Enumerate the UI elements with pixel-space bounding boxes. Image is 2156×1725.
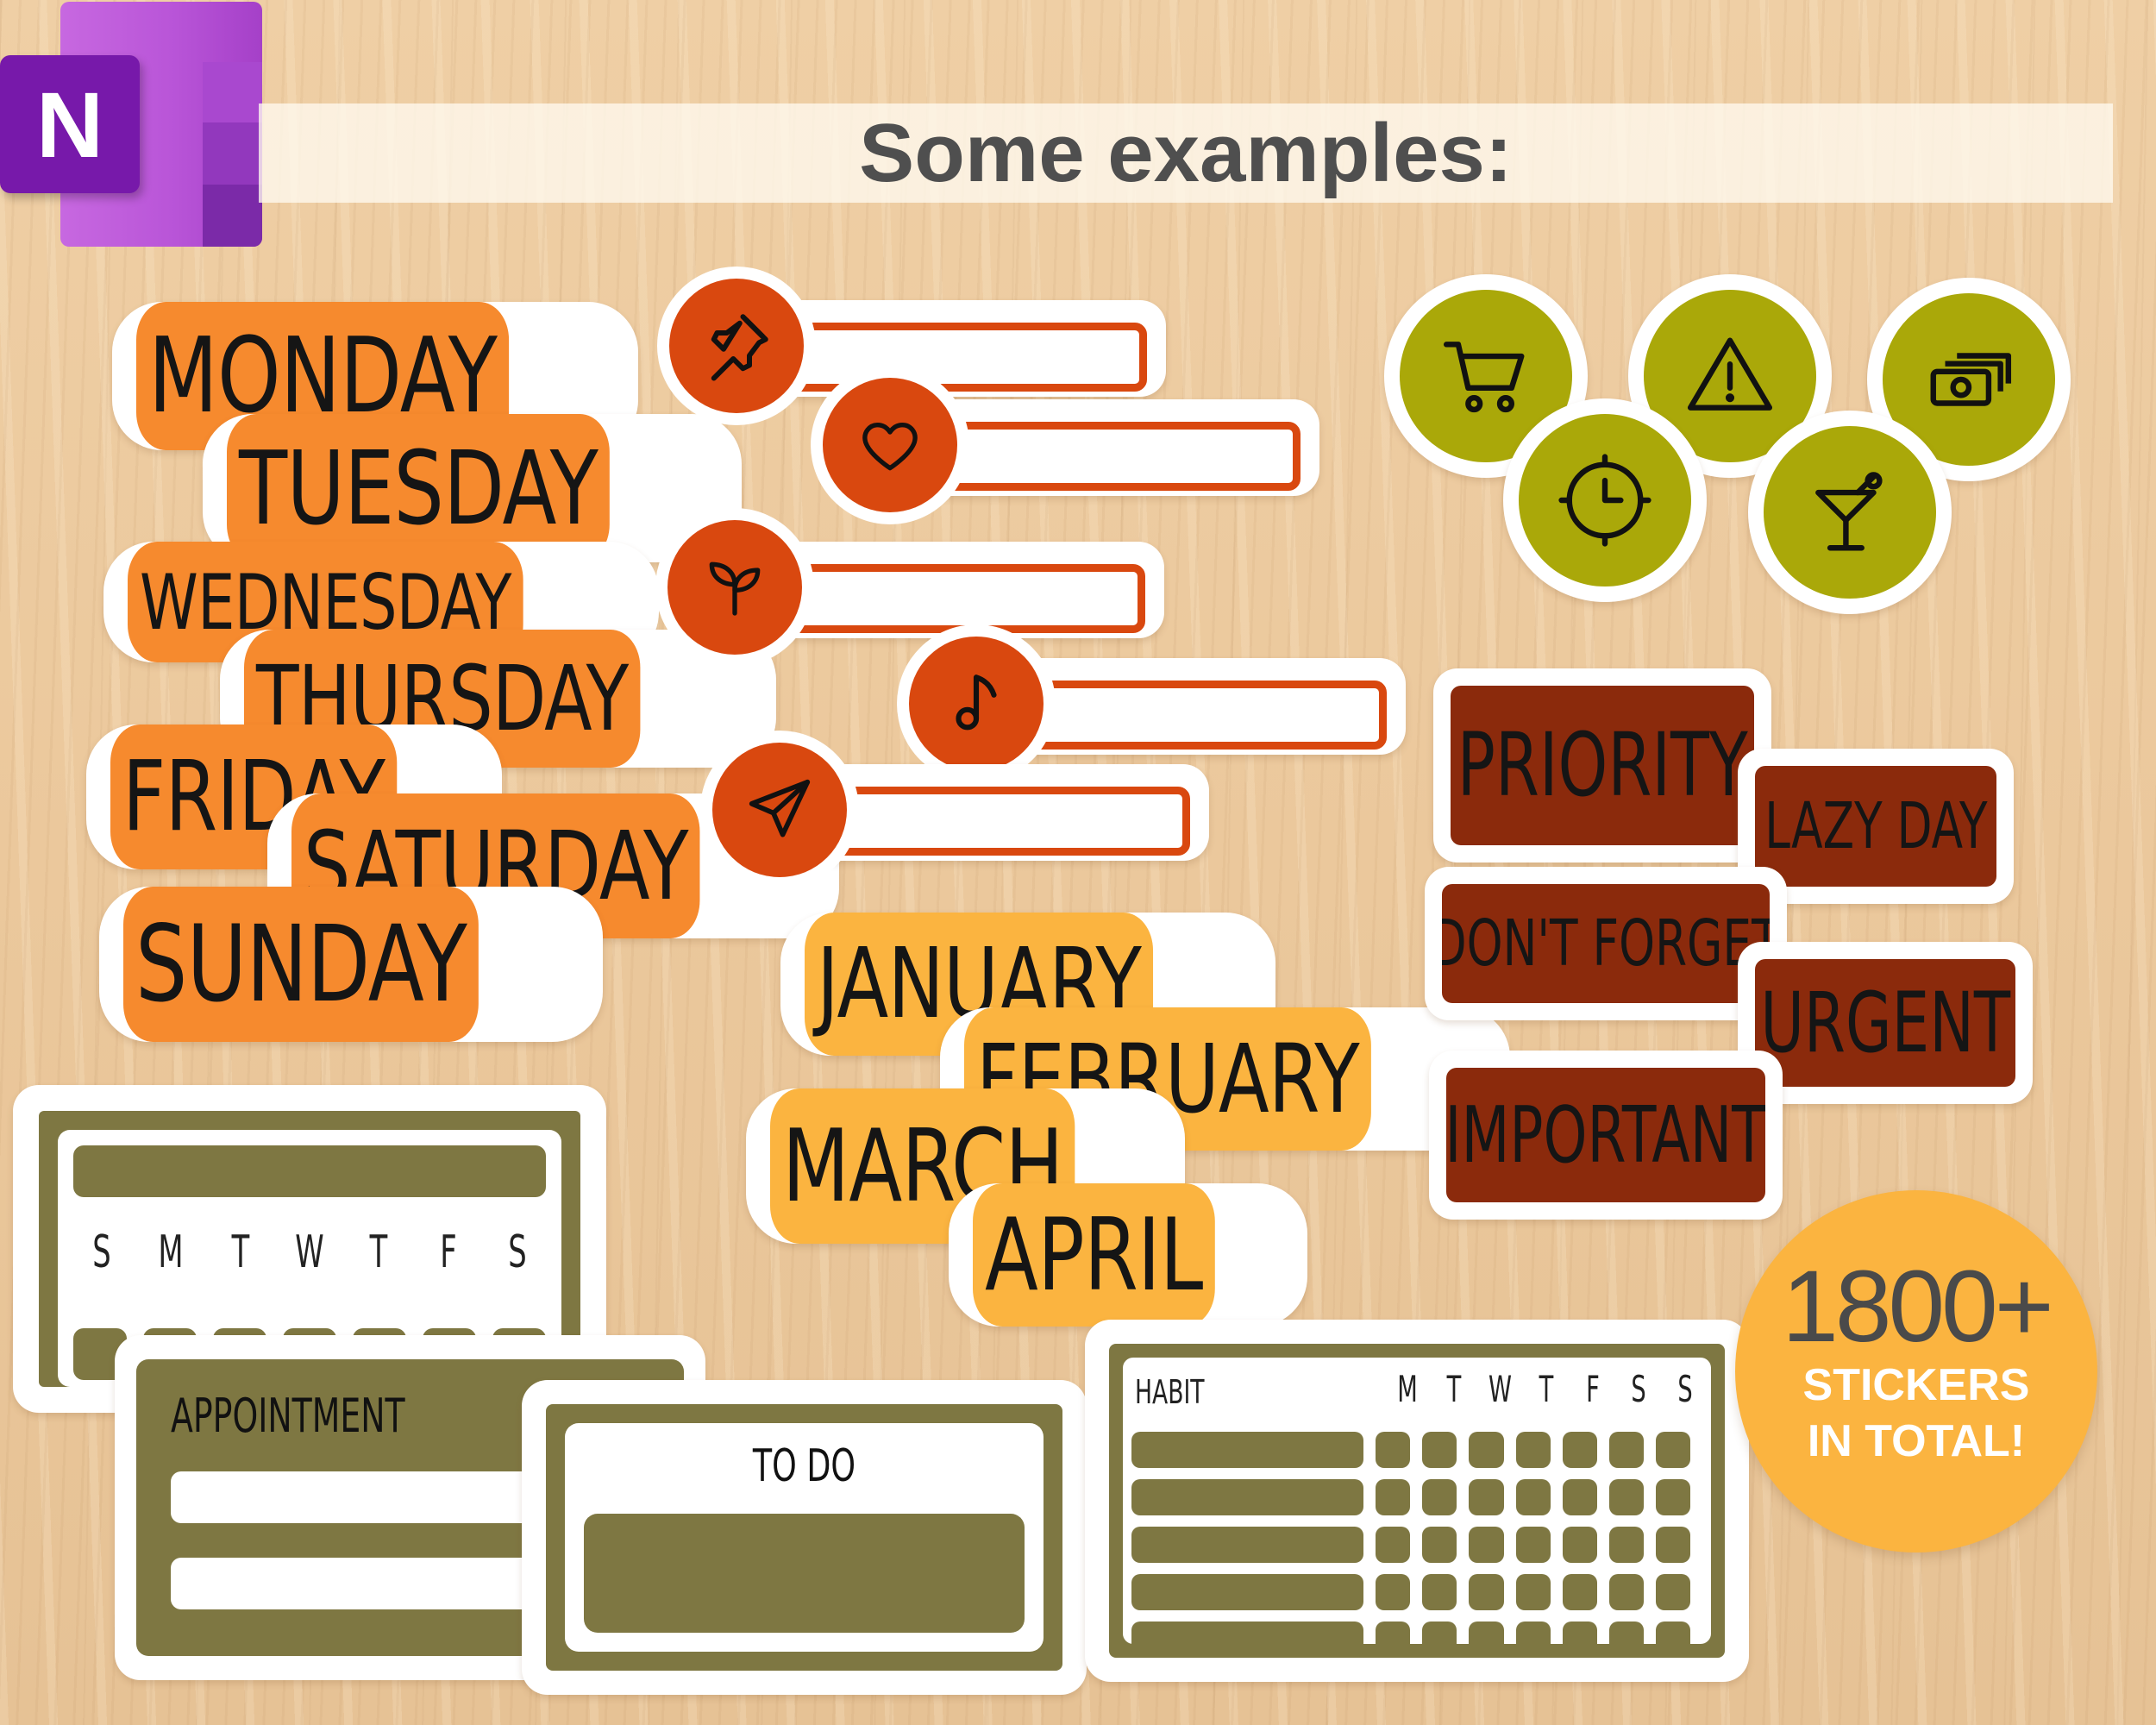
todo-sticker: TO DO <box>522 1380 1087 1695</box>
clock-icon <box>1519 414 1691 586</box>
banner-sticker-pushpin <box>657 267 1166 425</box>
appointment-label: APPOINTMENT <box>171 1389 405 1443</box>
onenote-logo-letter: N <box>0 55 140 193</box>
weekday-sticker: TUESDAY <box>203 414 743 562</box>
paper-plane-icon <box>712 743 847 877</box>
heart-icon <box>823 378 957 512</box>
sticker-count-badge: 1800+ STICKERS IN TOTAL! <box>1735 1190 2097 1552</box>
sticker-count: 1800+ <box>1782 1250 2053 1364</box>
banner-sticker-sprout <box>655 508 1164 667</box>
label-sticker-priority: PRIORITY <box>1433 668 1771 862</box>
badge-line-2: IN TOTAL! <box>1807 1416 2026 1466</box>
round-sticker-warning <box>1628 274 1832 478</box>
todo-box <box>584 1514 1025 1633</box>
sprout-icon <box>667 520 802 655</box>
habit-row <box>1131 1574 1702 1610</box>
habit-row <box>1131 1479 1702 1515</box>
banner-sticker-music-note <box>897 624 1406 783</box>
calendar-title-bar <box>73 1145 546 1197</box>
cocktail-icon <box>1764 426 1936 599</box>
habit-label: HABIT <box>1135 1373 1205 1411</box>
page-title: Some examples: <box>859 106 1513 199</box>
month-sticker: MARCH <box>746 1088 1186 1244</box>
music-note-icon <box>909 637 1044 771</box>
onenote-logo: N <box>0 0 263 250</box>
calendar-day-headers: S M T W T F S <box>92 1226 527 1278</box>
label-sticker-lazy-day: LAZY DAY <box>1738 749 2014 904</box>
habit-day-headers: M T W T F S S <box>1397 1368 1693 1410</box>
habit-row <box>1131 1432 1702 1468</box>
weekday-sticker: SUNDAY <box>99 887 604 1042</box>
label-sticker-dont-forget: DON'T FORGET <box>1425 867 1787 1020</box>
round-sticker-clock <box>1503 398 1707 602</box>
habit-row <box>1131 1527 1702 1563</box>
label-sticker-important: IMPORTANT <box>1429 1051 1783 1220</box>
header-band <box>259 104 2113 203</box>
label-sticker-urgent: URGENT <box>1738 942 2033 1104</box>
habit-tracker-sticker: HABIT M T W T F S S <box>1085 1320 1749 1682</box>
round-sticker-cocktail <box>1748 411 1952 614</box>
habit-row <box>1131 1622 1702 1658</box>
banner-sticker-paper-plane <box>700 731 1209 889</box>
badge-line-1: STICKERS <box>1802 1360 2030 1410</box>
todo-label: TO DO <box>752 1440 856 1492</box>
banner-sticker-heart <box>811 366 1319 524</box>
pushpin-icon <box>669 279 804 413</box>
month-sticker: APRIL <box>949 1183 1307 1327</box>
